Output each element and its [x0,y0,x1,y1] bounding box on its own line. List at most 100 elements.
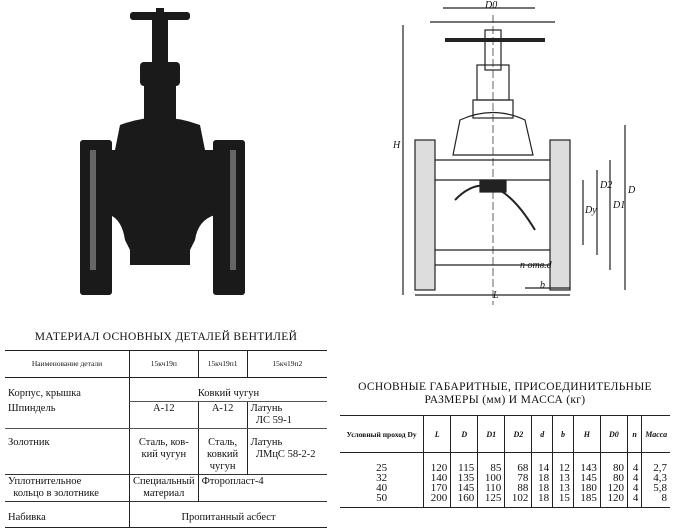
cell: 145 [450,483,478,494]
materials-table: Наименование детали 15кч19п 15кч19п1 15к… [5,350,327,528]
cell: 120 [599,483,628,494]
cell: 115 [450,452,478,473]
cell: 102 [504,493,532,508]
cell-line: Сталь, ков- [138,437,189,448]
header-cell: Масса [641,415,670,453]
cell-line: Латунь [250,437,283,448]
label-h: H [393,140,401,151]
header-cell: 15кч19п [129,350,199,378]
label-d1: D1 [613,200,626,211]
cell-line: Уплотнительное [8,476,82,487]
cell: 170 [423,483,451,494]
cell: Пропитанный асбест [129,501,327,528]
cell: 18 [531,483,553,494]
header-cell: D2 [504,415,532,453]
cell: 120 [599,493,628,508]
cell: 4 [626,473,642,484]
cell: 5,8 [641,483,670,494]
cell: 4 [626,483,642,494]
cell: 135 [450,473,478,484]
header-cell: n [626,415,642,453]
cell-line: ковкий [207,449,239,460]
cell: Латунь ЛМцС 58-2-2 [246,428,327,475]
label-d2: D2 [600,180,613,191]
cell: 200 [423,493,451,508]
cell-line: кий чугун [141,449,187,460]
valve-photo [80,8,245,295]
cell: 25 [376,462,388,474]
cell: 80 [599,473,628,484]
valve-drawing [402,7,626,305]
label-dy: Dy [585,205,597,216]
cell: 78 [504,473,532,484]
cell-line: ЛС 59-1 [255,415,292,426]
cell: 80 [599,452,628,473]
cell: 185 [572,493,601,508]
cell: 15 [552,493,574,508]
cell: 18 [531,493,553,508]
header-cell: Наименование детали [5,350,130,378]
header-cell: D [450,415,478,453]
cell: Ковкий чугун [129,377,327,402]
header-cell: H [572,415,601,453]
materials-title: МАТЕРИАЛ ОСНОВНЫХ ДЕТАЛЕЙ ВЕНТИЛЕЙ [34,331,298,343]
label-b: b [540,280,545,291]
cell: 68 [504,452,532,473]
label-holes: n отв.d [520,260,552,271]
cell: 50 [340,493,424,508]
cell-line: кольцо в золотнике [13,488,99,499]
cell: 18 [531,473,553,484]
row-name: Набивка [8,512,46,523]
header-cell: D1 [477,415,505,453]
cell: 88 [504,483,532,494]
cell: 2,7 [641,452,670,473]
header-cell: d [531,415,553,453]
row-name: Шпиндель [5,401,130,429]
header-cell: 15кч19п2 [246,350,327,378]
cell: А-12 [197,401,248,429]
cell: 160 [450,493,478,508]
label-d0: D0 [485,0,498,11]
cell: 140 [423,473,451,484]
cell: 4,3 [641,473,670,484]
header-cell: b [552,415,574,453]
cell-line: Сталь, [208,437,238,448]
header-cell: D0 [599,415,628,453]
cell-line: ЛМцС 58-2-2 [255,449,316,460]
row-name: Корпус, крышка [8,388,81,399]
cell: Латунь ЛС 59-1 [246,401,327,429]
cell: 40 [376,482,388,494]
cell-line: материал [143,488,185,499]
cell: 143 [572,452,601,473]
cell: 8 [641,493,670,508]
cell: 4 [626,493,642,508]
header-cell: 15кч19п1 [197,350,248,378]
cell: 13 [552,473,574,484]
title-line: ОСНОВНЫЕ ГАБАРИТНЫЕ, ПРИСОЕДИНИТЕЛЬНЫЕ [358,381,652,393]
cell: 32 [376,472,388,484]
cell: 14 [531,452,553,473]
cell: А-12 [129,401,199,429]
title-line: РАЗМЕРЫ (мм) И МАССА (кг) [424,394,586,406]
row-name: Уплотнительное кольцо в золотнике [5,475,130,502]
label-d: D [628,185,636,196]
cell: 100 [477,473,505,484]
cell: Фторопласт-4 [197,474,327,502]
cell: 4 [626,452,642,473]
cell-line: чугун [209,461,236,472]
cell: 120 [423,452,451,473]
cell: 13 [552,483,574,494]
cell: 110 [477,483,505,494]
label-l: L [493,290,499,301]
cell: 145 [572,473,601,484]
cell: 180 [572,483,601,494]
cell-line: Латунь [250,403,283,414]
